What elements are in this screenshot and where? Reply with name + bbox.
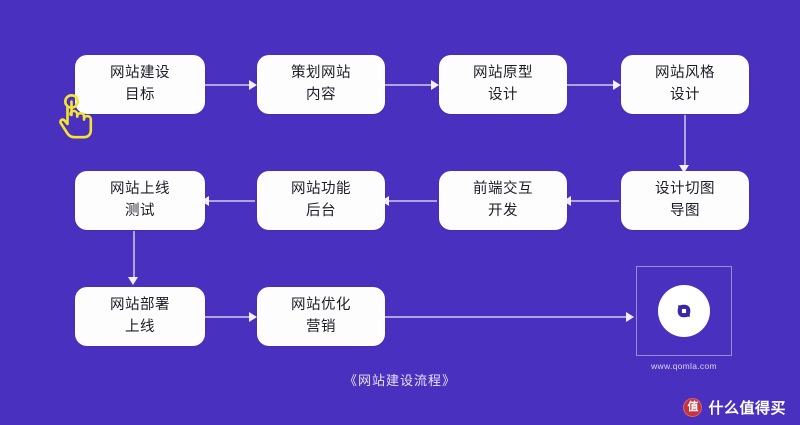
- flow-node-label-line2: 设计: [488, 86, 518, 103]
- watermark: 值 什么值得买: [683, 397, 786, 418]
- flow-node-r1-n1[interactable]: 网站建设 目标: [75, 55, 205, 114]
- arrowhead-r1-n1-to-n2: [249, 80, 257, 90]
- flow-node-label-line2: 导图: [670, 202, 700, 219]
- flow-node-label-line1: 网站上线: [110, 180, 170, 197]
- arrowhead-r2-n4-to-n3: [563, 196, 571, 206]
- arrowhead-r2-n3-to-n2: [381, 196, 389, 206]
- flow-node-label-line2: 开发: [488, 202, 518, 219]
- smzdm-badge-icon: 值: [683, 398, 703, 417]
- logo-disc: [658, 285, 710, 337]
- flow-node-label-line1: 网站原型: [473, 64, 533, 81]
- arrowhead-r2-to-r3: [128, 277, 138, 285]
- arrowhead-r2-n2-to-n1: [201, 196, 209, 206]
- qomla-clover-icon: [677, 304, 691, 318]
- connector-r2-n4-to-n3: [567, 200, 619, 202]
- flow-node-r3-n1[interactable]: 网站部署 上线: [75, 287, 205, 346]
- flow-node-label-line1: 前端交互: [473, 180, 533, 197]
- flow-node-label-line1: 网站建设: [110, 64, 170, 81]
- connector-r2-n3-to-n2: [385, 200, 437, 202]
- arrowhead-r1-n3-to-n4: [613, 80, 621, 90]
- logo-url-text: www.qomla.com: [651, 361, 717, 371]
- flow-node-label-line2: 上线: [125, 318, 155, 335]
- connector-r2-n2-to-n1: [205, 200, 255, 202]
- watermark-text: 什么值得买: [708, 400, 786, 417]
- arrowhead-r1-n2-to-n3: [431, 80, 439, 90]
- flow-node-label-line2: 营销: [306, 318, 336, 335]
- arrowhead-r1-to-r2: [679, 165, 689, 173]
- connector-r1-n1-to-n2: [205, 84, 255, 86]
- arrowhead-r3-n2-to-logo: [626, 312, 634, 322]
- arrowhead-r3-n1-to-n2: [249, 312, 257, 322]
- connector-r3-n2-to-logo: [385, 316, 629, 318]
- tap-hand-cursor-icon: [59, 94, 93, 139]
- flow-node-label-line1: 网站部署: [110, 296, 170, 313]
- flow-node-r3-n2[interactable]: 网站优化 营销: [257, 287, 385, 346]
- flow-node-r2-n1[interactable]: 网站上线 测试: [75, 171, 205, 230]
- flow-node-label-line2: 设计: [670, 86, 700, 103]
- flow-node-label-line2: 后台: [306, 202, 336, 219]
- flow-node-r1-n4[interactable]: 网站风格 设计: [621, 55, 749, 114]
- flow-node-r1-n2[interactable]: 策划网站 内容: [257, 55, 385, 114]
- connector-r1-n2-to-n3: [385, 84, 437, 86]
- flow-node-label-line1: 网站功能: [291, 180, 351, 197]
- connector-r2-to-r3-vertical: [133, 231, 135, 281]
- flow-node-label-line1: 网站风格: [655, 64, 715, 81]
- connector-r1-n3-to-n4: [567, 84, 619, 86]
- flow-node-r1-n3[interactable]: 网站原型 设计: [439, 55, 567, 114]
- flow-node-label-line1: 设计切图: [655, 180, 715, 197]
- flow-node-label-line1: 网站优化: [291, 296, 351, 313]
- flow-node-label-line2: 内容: [306, 86, 336, 103]
- diagram-caption: 《网站建设流程》: [343, 373, 456, 388]
- flow-node-label-line2: 目标: [125, 86, 155, 103]
- flow-node-label-line2: 测试: [125, 202, 155, 219]
- connector-r3-n1-to-n2: [205, 316, 255, 318]
- flow-node-r2-n4[interactable]: 设计切图 导图: [621, 171, 749, 230]
- flow-node-label-line1: 策划网站: [291, 64, 351, 81]
- flow-node-r2-n2[interactable]: 网站功能 后台: [257, 171, 385, 230]
- connector-r1-to-r2-vertical: [684, 115, 686, 169]
- flow-node-r2-n3[interactable]: 前端交互 开发: [439, 171, 567, 230]
- logo-frame[interactable]: [636, 266, 732, 356]
